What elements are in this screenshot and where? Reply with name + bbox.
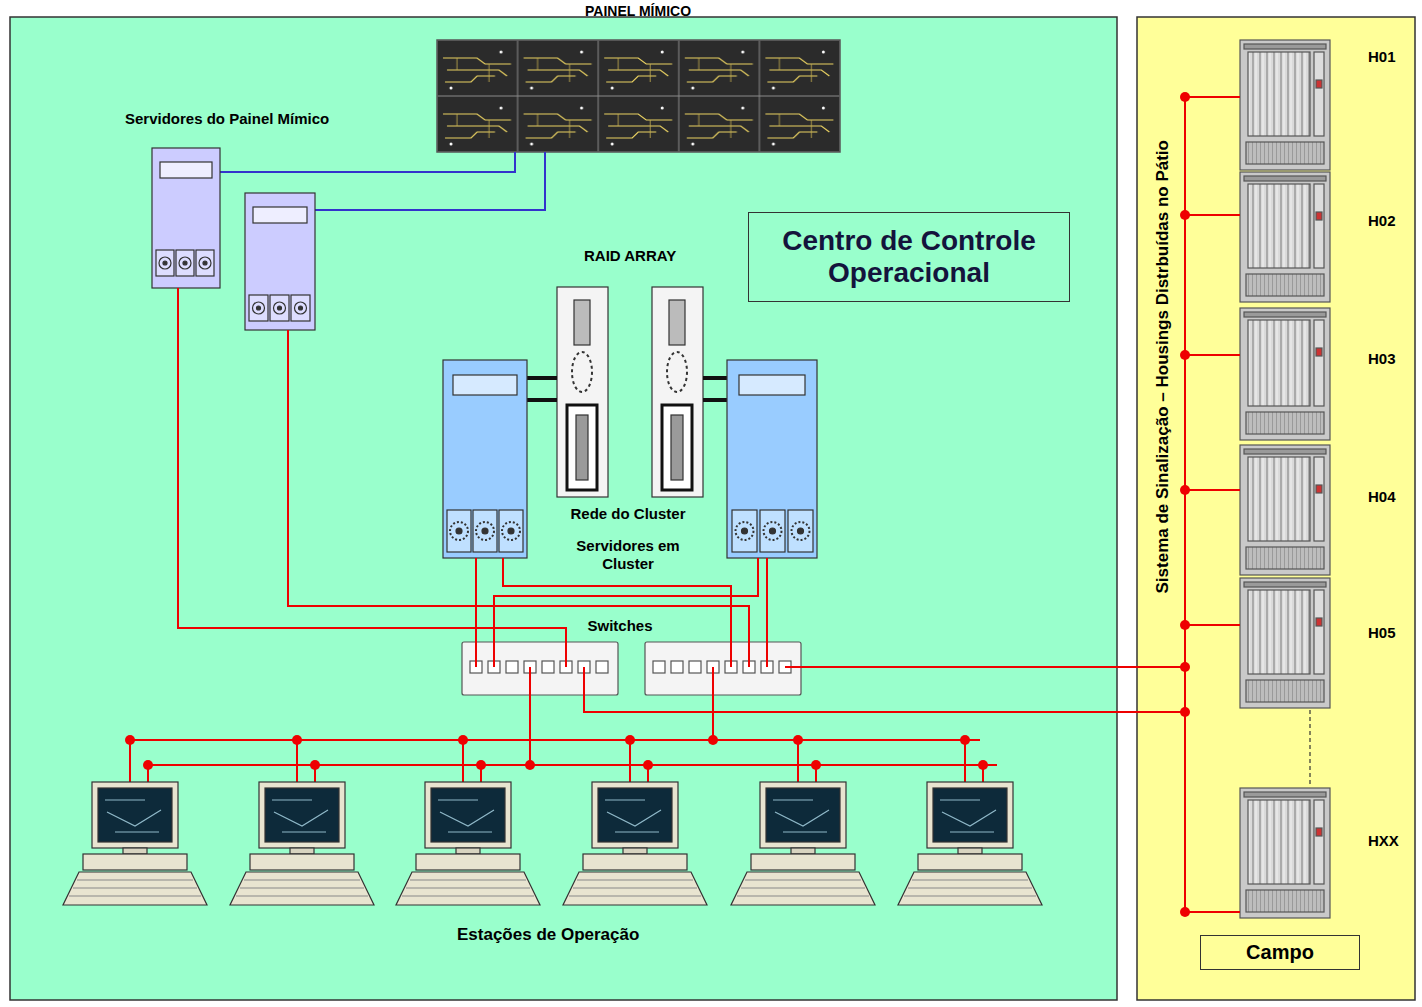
network-switch [462,642,618,695]
housing-rack: H04 [1240,445,1408,575]
node-label: Estações de Operação [457,925,639,945]
node-label: Rede do Cluster [571,505,686,522]
housing-rack: HXX [1240,788,1408,918]
mimic-panel: PAINEL MÍMICO [437,2,840,152]
node-label: RAID ARRAY [584,247,676,264]
node-label: H02 [1368,212,1396,229]
housing-rack: H03 [1240,308,1408,440]
node-label: H05 [1368,624,1396,641]
wire-junction [125,92,1190,917]
node-label: Servidores do Painel Mímico [125,110,329,127]
network-link [529,695,531,730]
storage-link [527,378,727,400]
mimic-server [245,193,315,330]
housing-rack: H02 [1240,172,1408,302]
server-cluster: Rede do ClusterServidores em Cluster [440,355,820,588]
control-center-region [10,17,1117,1000]
network-link [802,625,1240,667]
node-label: Centro de Controle Operacional [759,225,1059,289]
node-label: PAINEL MÍMICO [585,3,691,19]
signal-housing-rack [1240,40,1330,918]
operator-workstation [63,782,1042,905]
housing-rack: H05 [1240,578,1408,708]
node-label: H04 [1368,488,1396,505]
field-region [1137,17,1415,1000]
network-switch [645,642,801,695]
node-label: H03 [1368,350,1396,367]
network-link [802,490,1240,667]
raid-array: RAID ARRAY [545,245,715,500]
network-link [802,355,1240,667]
cluster-server [727,360,817,558]
network-link [370,152,545,210]
raid-unit [557,287,608,497]
continuation-dash [1310,710,1311,787]
mimic-server [152,148,220,288]
node-label: Campo [1246,941,1314,964]
network-link [475,588,477,642]
node-label: HXX [1368,832,1399,849]
node-label: Servidores em Cluster [553,537,703,572]
switch-group: Switches [460,642,802,695]
housing-rack: H01 [1240,40,1408,170]
node-label: H01 [1368,48,1396,65]
network-link [802,97,1240,667]
network-link [802,667,1240,912]
field-label-box: Campo [1200,935,1360,970]
network-link [288,335,749,642]
cluster-server [443,360,527,558]
mimic-panel-screens [437,40,840,152]
raid-unit [652,287,703,497]
node-label: Switches [588,617,653,634]
workstation-group: Estações de Operação [60,730,1030,955]
network-wire [130,288,1185,782]
signaling-band: Sistema de Sinalização – Housings Distrb… [1137,17,1415,1000]
control-center-title: Centro de Controle Operacional [748,212,1070,302]
mimic-server-group: Servidores do Painel Mímico [85,108,370,335]
node-label: Sistema de Sinalização – Housings Distrb… [1152,140,1172,593]
